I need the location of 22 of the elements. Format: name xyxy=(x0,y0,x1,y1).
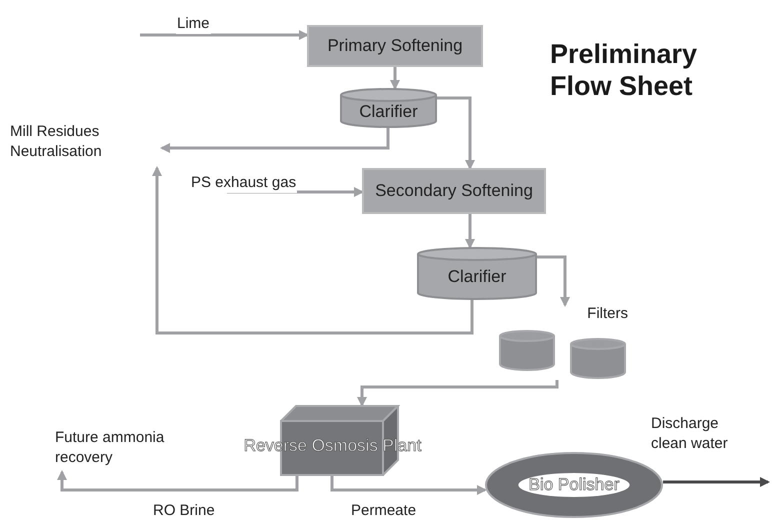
flow-arrow xyxy=(227,187,364,197)
output-text: Future ammonia recovery xyxy=(55,428,205,472)
flow-arrow xyxy=(663,477,770,487)
flow-arrow xyxy=(152,166,474,334)
tank-label: Clarifier xyxy=(448,267,506,288)
flow-arrow xyxy=(390,67,400,90)
polisher-label: Bio Polisher xyxy=(528,475,620,495)
flow-arrow xyxy=(160,128,390,153)
edge-label: PS exhaust gas xyxy=(190,173,298,192)
flow-arrow xyxy=(330,476,487,495)
flow-arrow xyxy=(465,214,475,249)
flow-arrow xyxy=(437,96,475,170)
process-box: Secondary Softening xyxy=(362,168,546,214)
tank-label: Clarifier xyxy=(359,102,418,122)
diagram-title: Preliminary Flow Sheet xyxy=(550,38,698,103)
flow-arrow xyxy=(357,380,558,407)
filters-label: Filters xyxy=(587,305,628,322)
flow-arrow xyxy=(57,470,298,492)
flow-arrow xyxy=(537,256,570,307)
flow-arrow xyxy=(140,30,309,40)
process-box: Primary Softening xyxy=(307,25,483,67)
output-text: Mill Residues Neutralisation xyxy=(10,122,160,166)
